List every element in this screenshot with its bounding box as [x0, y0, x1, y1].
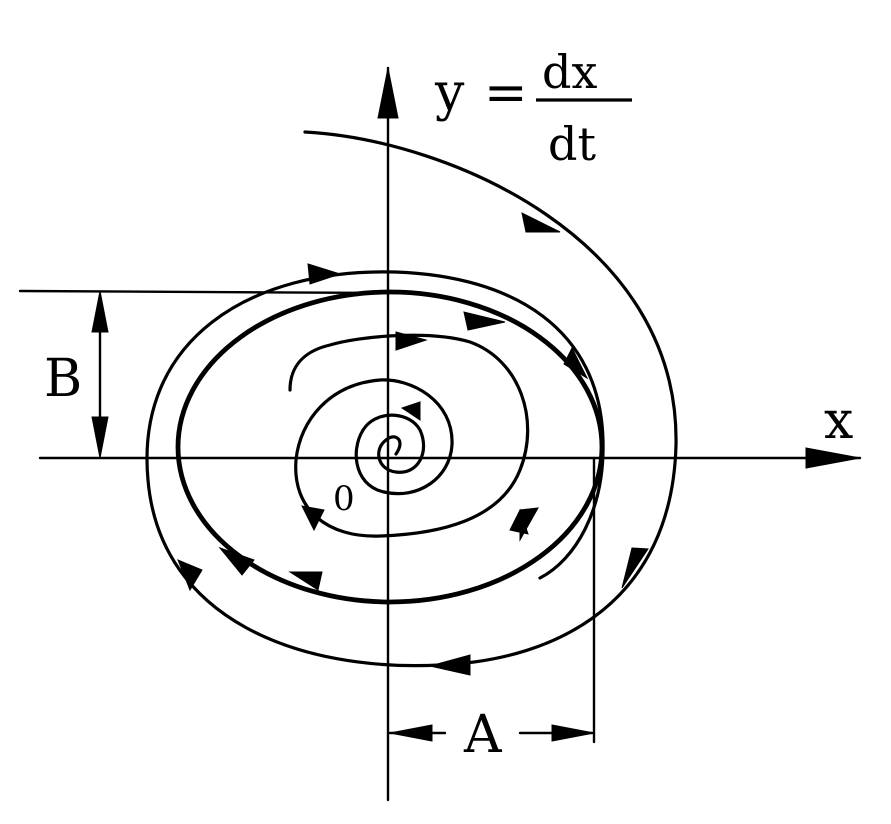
dimension-b — [18, 289, 387, 459]
outer-spiral-arrow-2 — [621, 547, 649, 589]
inner-spiral-arrow-5 — [288, 571, 323, 591]
limit-cycle — [175, 289, 605, 605]
inner-spiral-arrow-3 — [395, 331, 428, 351]
a-right-arrowhead — [551, 724, 595, 742]
b-top-guide-line — [18, 289, 387, 295]
dimension-b-label: B — [44, 349, 82, 409]
outer-spiral-arrow-4 — [177, 559, 203, 592]
y-axis-arrowhead — [377, 67, 399, 119]
dimension-a-label: A — [463, 705, 503, 765]
inner-spiral-arrow-2 — [301, 505, 325, 532]
outer-spiral-arrow-1 — [521, 212, 561, 233]
b-bottom-arrowhead — [91, 416, 109, 459]
limit-cycle-arrow-top — [463, 311, 506, 331]
b-top-arrowhead — [91, 290, 109, 333]
x-axis-label: x — [824, 391, 853, 451]
y-numerator-label: dx — [542, 45, 597, 99]
labels: y = dx dt x 0 A B — [44, 45, 853, 765]
outer-spiral-arrow-6 — [563, 346, 589, 380]
outer-spiral-path — [145, 130, 678, 668]
y-axis-label: y — [434, 63, 465, 123]
y-denominator-label: dt — [548, 117, 596, 171]
inner-spiral-arrow-4 — [509, 508, 529, 535]
origin-label: 0 — [333, 479, 355, 519]
outer-spiral-arrow-5 — [307, 263, 342, 285]
outer-spiral-arrow-3 — [429, 654, 471, 676]
inner-spiral-arrow-1 — [400, 401, 421, 421]
inner-spiral — [288, 331, 530, 591]
x-axis-arrowhead — [805, 447, 861, 469]
outer-spiral — [145, 130, 678, 676]
y-equals-sign: = — [484, 63, 528, 123]
inner-spiral-path — [288, 333, 530, 538]
limit-cycle-arrow-left — [218, 546, 255, 576]
a-left-arrowhead — [389, 724, 433, 742]
